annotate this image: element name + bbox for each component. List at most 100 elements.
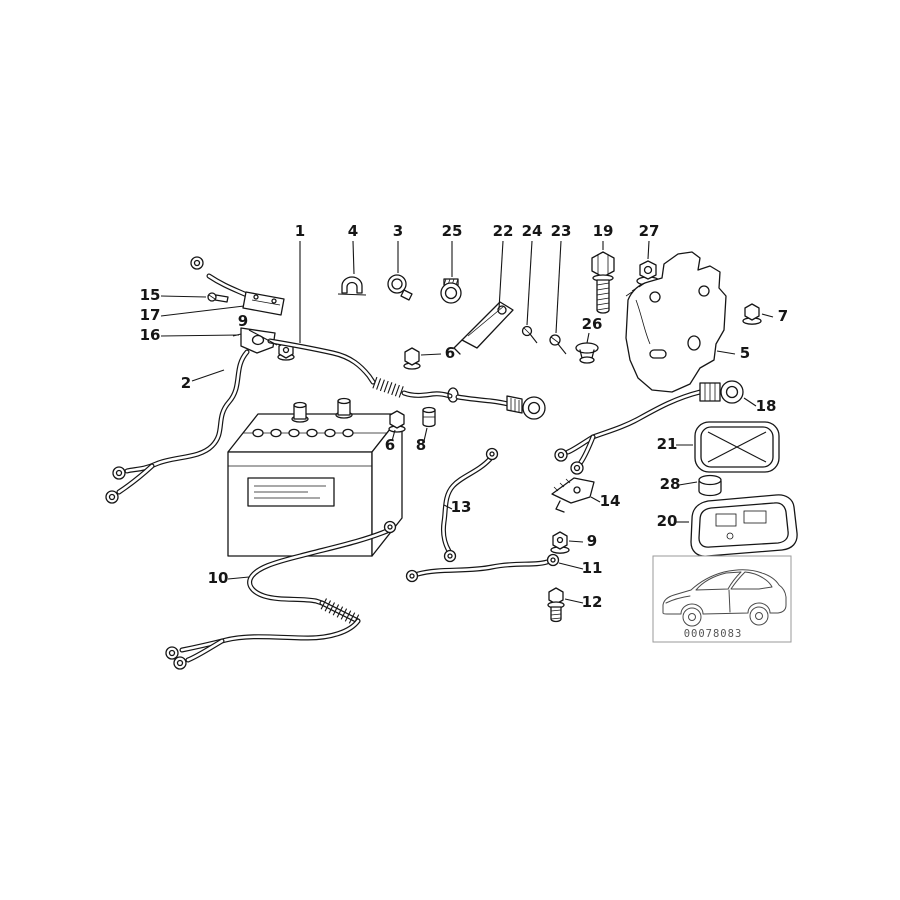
leader-6a: [420, 353, 442, 356]
ring-terminal-icon: [554, 448, 568, 462]
callout-22: 22: [493, 222, 514, 240]
callout-26: 26: [582, 315, 603, 333]
leader-4: [352, 240, 355, 275]
leader-17: [160, 305, 245, 317]
ground-cable-10: [165, 520, 397, 670]
leader-5: [716, 350, 736, 355]
leader-26: [586, 332, 590, 344]
callout-1: 1: [295, 222, 305, 240]
leader-22: [498, 240, 504, 310]
terminal-clamp-16: [232, 327, 276, 354]
callout-23: 23: [551, 222, 572, 240]
callout-18: 18: [756, 397, 777, 415]
leader-10: [227, 576, 250, 580]
battery-label: [247, 477, 335, 507]
connector-boot: [506, 395, 523, 414]
leader-lines: [160, 240, 774, 604]
corrugated-sleeve: [372, 376, 404, 398]
cap-nut-6b: [388, 410, 406, 433]
leader-8: [423, 427, 428, 442]
blanking-cap-28: [698, 474, 722, 497]
support-bracket-5: [625, 251, 727, 393]
callout-19: 19: [593, 222, 614, 240]
grommet-26: [575, 342, 599, 364]
screw-24: [521, 325, 538, 344]
leader-24: [526, 240, 533, 326]
callout-15: 15: [140, 286, 161, 304]
negative-cable-assembly: [105, 256, 249, 504]
ring-terminal-icon: [112, 466, 126, 480]
cable-clamp-4: [337, 276, 367, 296]
cable-clip-3: [387, 274, 413, 301]
battery-terminal-post: [335, 397, 353, 419]
leader-11: [558, 562, 584, 570]
leader-7: [761, 313, 774, 318]
terminal-screw-15: [207, 292, 229, 303]
callout-8: 8: [416, 436, 426, 454]
callout-9b: 9: [587, 532, 597, 550]
flange-nut-7: [742, 303, 762, 325]
battery-terminal-post: [291, 401, 309, 423]
battery-cable-1: [270, 341, 546, 420]
ring-terminal-icon: [546, 553, 560, 567]
car-outline-illustration: [662, 569, 787, 627]
callout-25: 25: [442, 222, 463, 240]
callout-20: 20: [657, 512, 678, 530]
mounting-bracket-22: [453, 301, 514, 355]
ring-terminal-icon: [443, 549, 457, 563]
car-inset: 00078083: [652, 555, 792, 643]
callout-16: 16: [140, 326, 161, 344]
battery-tray-20: [690, 494, 798, 557]
battery: [227, 397, 403, 557]
diagram-code: 00078083: [684, 628, 743, 640]
leader-12: [564, 598, 584, 604]
callout-6b: 6: [385, 436, 395, 454]
leader-14: [590, 496, 601, 503]
round-connector-plug: [720, 380, 744, 404]
hex-bolt-19: [591, 251, 615, 314]
callout-labels: 1 4 3 25 22 24 23 19 27 15 17 16 9 2 26 …: [140, 222, 789, 611]
cap-nut-6a: [403, 347, 421, 370]
callout-12: 12: [582, 593, 603, 611]
ring-terminal-icon: [190, 256, 204, 270]
hose-clamp-25: [440, 278, 462, 304]
hex-bolt-12: [547, 587, 565, 623]
leader-23: [555, 240, 562, 334]
leader-2: [191, 369, 225, 382]
ring-terminal-icon: [405, 569, 419, 583]
round-connector-plug: [522, 396, 546, 420]
callout-17: 17: [140, 306, 161, 324]
leader-27: [647, 240, 650, 260]
leader-13: [443, 504, 453, 510]
leader-15: [160, 295, 207, 298]
connector-boot: [699, 382, 721, 402]
leader-18: [743, 397, 757, 407]
rubber-cover-21: [694, 421, 780, 473]
ring-terminal-icon: [173, 656, 187, 670]
jumper-cable-13: [443, 447, 499, 563]
earth-strap-11: [405, 553, 560, 583]
callout-3: 3: [393, 222, 403, 240]
spacer-clip-8: [422, 406, 436, 428]
ring-terminal-icon: [570, 461, 584, 475]
callout-13: 13: [451, 498, 472, 516]
callout-27: 27: [639, 222, 660, 240]
ring-terminal-icon: [383, 520, 397, 534]
flange-nut-9b: [550, 531, 570, 554]
screw-23: [549, 334, 567, 355]
ring-terminal-icon: [105, 490, 119, 504]
leader-9a: [248, 329, 278, 346]
ring-terminal-icon: [165, 646, 179, 660]
callout-4: 4: [348, 222, 358, 240]
battery-vent-caps: [252, 428, 354, 438]
retaining-bracket-14: [551, 477, 595, 513]
callout-10: 10: [208, 569, 229, 587]
inline-connector-17: [242, 291, 285, 316]
callout-21: 21: [657, 435, 678, 453]
leader-9b: [568, 540, 584, 543]
callout-11: 11: [582, 559, 603, 577]
callout-28: 28: [660, 475, 681, 493]
ring-terminal-icon: [485, 447, 499, 461]
callout-24: 24: [522, 222, 543, 240]
